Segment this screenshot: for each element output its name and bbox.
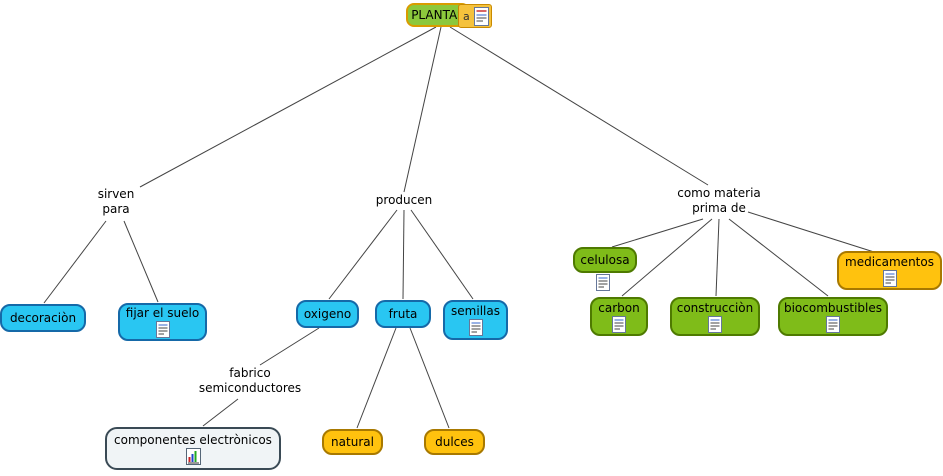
node-biocombustibles[interactable]: biocombustibles xyxy=(778,297,888,336)
document-icon[interactable] xyxy=(155,321,170,338)
document-icon[interactable] xyxy=(826,315,840,333)
chart-icon[interactable] xyxy=(185,447,201,465)
document-icon[interactable] xyxy=(612,315,626,333)
document-icon[interactable] xyxy=(708,315,722,333)
edge-line xyxy=(621,218,713,297)
node-label: dulces xyxy=(435,435,474,449)
connector-como-materia-prima-de[interactable]: como materia prima de xyxy=(677,186,761,215)
edge-line xyxy=(202,398,239,427)
edge-line xyxy=(728,218,829,297)
node-fijar-el-suelo[interactable]: fijar el suelo xyxy=(118,303,207,341)
node-semillas[interactable]: semillas xyxy=(443,300,508,340)
edge-line xyxy=(715,218,720,297)
resource-icon-letter: a xyxy=(463,9,470,23)
node-oxigeno[interactable]: oxigeno xyxy=(296,300,359,328)
resource-icon[interactable]: a xyxy=(458,4,492,28)
node-plantas[interactable]: PLANTAS a xyxy=(406,3,492,28)
node-label: fruta xyxy=(388,307,418,321)
node-label: componentes electrònicos xyxy=(114,432,272,447)
node-dulces[interactable]: dulces xyxy=(424,429,485,455)
node-label: carbon xyxy=(598,300,640,315)
document-icon xyxy=(474,7,489,26)
edge-line xyxy=(403,26,442,193)
node-construccion[interactable]: construcciòn xyxy=(670,297,760,336)
edge-line xyxy=(139,26,437,188)
edge-line xyxy=(123,220,159,303)
node-label: decoraciòn xyxy=(9,311,77,325)
edge-line xyxy=(43,220,107,304)
node-label: natural xyxy=(331,435,374,449)
node-componentes-electronicos[interactable]: componentes electrònicos xyxy=(105,427,281,470)
node-label: celulosa xyxy=(580,253,630,267)
node-natural[interactable]: natural xyxy=(322,429,383,455)
node-label: PLANTAS xyxy=(411,8,465,22)
connector-sirven-para[interactable]: sirven para xyxy=(97,187,135,216)
document-icon[interactable] xyxy=(468,319,483,336)
node-label: oxigeno xyxy=(303,307,352,321)
node-label: construcciòn xyxy=(676,300,754,315)
connector-producen[interactable]: producen xyxy=(375,193,433,207)
node-decoracion[interactable]: decoraciòn xyxy=(0,304,86,332)
edge-line xyxy=(611,218,704,248)
node-celulosa[interactable]: celulosa xyxy=(573,247,637,273)
node-fruta[interactable]: fruta xyxy=(375,300,431,328)
edge-line xyxy=(747,211,875,253)
connector-fabrico-semiconductores[interactable]: fabrico semiconductores xyxy=(198,366,302,395)
node-label: biocombustibles xyxy=(783,300,883,315)
node-label: semillas xyxy=(451,304,500,318)
edge-line xyxy=(410,209,474,300)
edge-line xyxy=(328,209,398,300)
edge-line xyxy=(402,209,405,300)
edge-line xyxy=(409,327,450,429)
document-icon[interactable] xyxy=(596,274,610,291)
edge-line xyxy=(356,327,397,429)
edge-line xyxy=(449,26,709,186)
document-icon[interactable] xyxy=(882,269,897,287)
edge-line xyxy=(259,327,320,366)
node-label: fijar el suelo xyxy=(125,306,200,320)
node-carbon[interactable]: carbon xyxy=(590,297,648,336)
node-label: medicamentos xyxy=(845,254,934,269)
node-medicamentos[interactable]: medicamentos xyxy=(837,251,942,290)
